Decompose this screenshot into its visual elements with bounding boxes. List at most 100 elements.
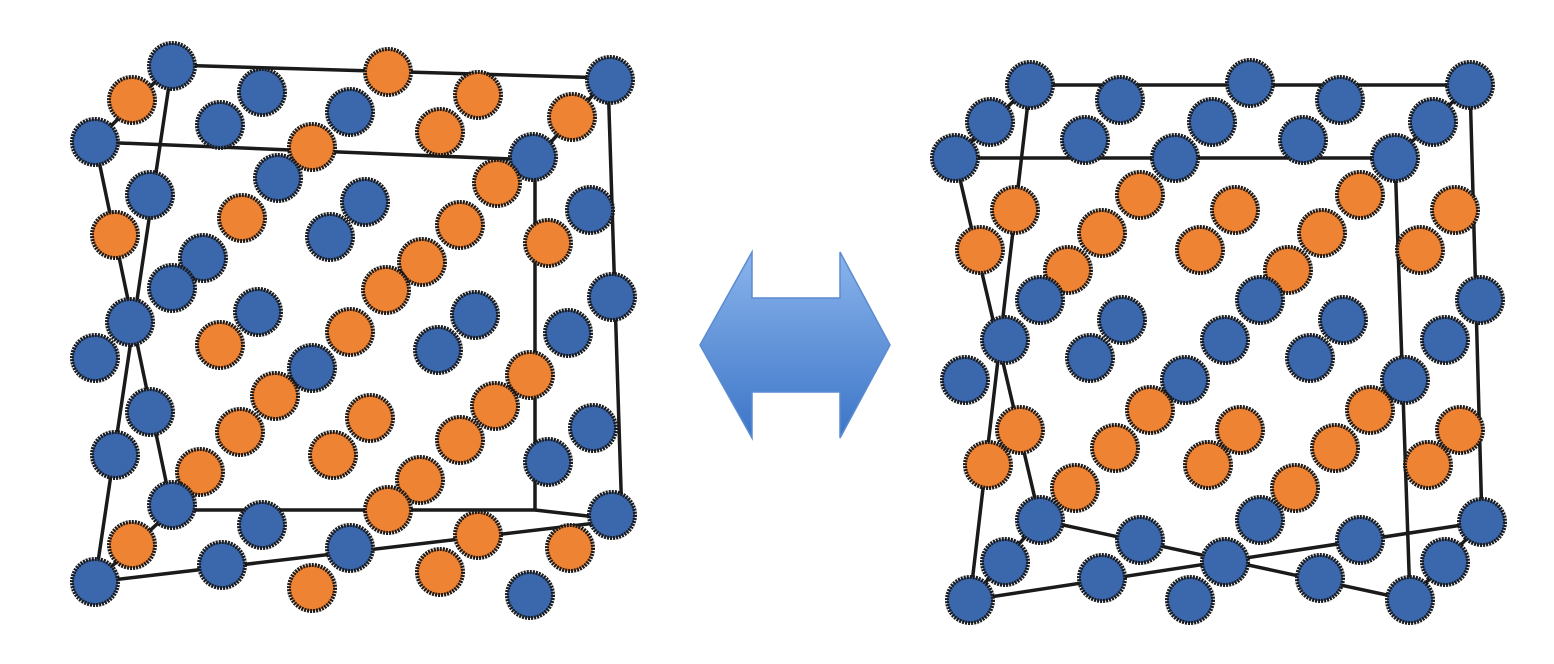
orange-atom xyxy=(453,70,503,120)
bidirectional-arrow-shape xyxy=(699,249,891,441)
blue-atom xyxy=(1060,115,1110,165)
orange-atom xyxy=(395,455,445,505)
blue-atom xyxy=(1385,575,1435,625)
orange-atom xyxy=(505,350,555,400)
blue-atom xyxy=(325,87,375,137)
orange-atom xyxy=(250,371,300,421)
blue-atom xyxy=(125,170,175,220)
blue-atom xyxy=(1380,355,1430,405)
orange-atom xyxy=(1403,440,1453,490)
blue-atom xyxy=(70,557,120,607)
left-crystal-structure xyxy=(70,41,637,620)
blue-atom xyxy=(1160,355,1210,405)
orange-atom xyxy=(287,122,337,172)
orange-atom xyxy=(1090,423,1140,473)
orange-atom xyxy=(217,193,267,243)
right-crystal-structure xyxy=(930,58,1507,625)
orange-atom xyxy=(1175,225,1225,275)
orange-atom xyxy=(1215,405,1265,455)
blue-atom xyxy=(237,500,287,550)
orange-atom xyxy=(995,405,1045,455)
blue-atom xyxy=(587,490,637,540)
orange-atom xyxy=(195,320,245,370)
blue-atom xyxy=(930,133,980,183)
orange-atom xyxy=(1435,405,1485,455)
blue-atom xyxy=(1187,97,1237,147)
blue-atom xyxy=(543,308,593,358)
orange-atom xyxy=(1115,170,1165,220)
blue-atom xyxy=(413,325,463,375)
orange-atom xyxy=(1050,463,1100,513)
orange-atom xyxy=(90,210,140,260)
orange-atom xyxy=(435,415,485,465)
orange-atom xyxy=(523,218,573,268)
blue-atom xyxy=(505,570,555,620)
orange-atom xyxy=(1270,463,1320,513)
blue-atom xyxy=(1095,75,1145,125)
blue-atom xyxy=(90,430,140,480)
blue-atom xyxy=(1077,553,1127,603)
blue-atom xyxy=(1200,537,1250,587)
orange-atom xyxy=(1395,225,1445,275)
blue-atom xyxy=(1015,275,1065,325)
blue-atom xyxy=(125,387,175,437)
orange-atom xyxy=(308,430,358,480)
orange-atom xyxy=(415,107,465,157)
orange-atom xyxy=(435,200,485,250)
orange-atom xyxy=(287,563,337,613)
blue-atom xyxy=(305,212,355,262)
orange-atom xyxy=(1183,440,1233,490)
blue-atom xyxy=(450,290,500,340)
blue-atom xyxy=(237,67,287,117)
blue-atom xyxy=(233,287,283,337)
blue-atom xyxy=(523,437,573,487)
blue-atom xyxy=(940,355,990,405)
orange-atom xyxy=(990,185,1040,235)
orange-atom xyxy=(175,447,225,497)
orange-atom xyxy=(397,237,447,287)
blue-atom xyxy=(1420,537,1470,587)
blue-atom xyxy=(70,333,120,383)
orange-atom xyxy=(345,393,395,443)
blue-atom xyxy=(965,97,1015,147)
blue-atom xyxy=(1065,333,1115,383)
blue-atom xyxy=(1005,60,1055,110)
blue-atom xyxy=(980,537,1030,587)
orange-atom xyxy=(107,75,157,125)
blue-atom xyxy=(147,263,197,313)
orange-atom xyxy=(363,47,413,97)
blue-atom xyxy=(1150,133,1200,183)
blue-atom xyxy=(195,100,245,150)
blue-atom xyxy=(1315,75,1365,125)
blue-atom xyxy=(147,41,197,91)
orange-atom xyxy=(361,265,411,315)
blue-atom xyxy=(1235,495,1285,545)
orange-atom xyxy=(453,510,503,560)
blue-atom xyxy=(1335,515,1385,565)
blue-atom xyxy=(147,480,197,530)
orange-atom xyxy=(545,523,595,573)
double-arrow-icon xyxy=(699,249,891,441)
blue-atom xyxy=(1457,497,1507,547)
blue-atom xyxy=(70,117,120,167)
blue-atom xyxy=(178,233,228,283)
orange-atom xyxy=(963,440,1013,490)
orange-atom xyxy=(1125,385,1175,435)
blue-atom xyxy=(1420,315,1470,365)
blue-atom xyxy=(1165,575,1215,625)
orange-atom xyxy=(472,158,522,208)
blue-atom xyxy=(980,315,1030,365)
blue-atom xyxy=(1235,275,1285,325)
blue-atom xyxy=(1115,515,1165,565)
blue-atom xyxy=(340,177,390,227)
blue-atom xyxy=(287,343,337,393)
blue-atom xyxy=(585,55,635,105)
orange-atom xyxy=(547,92,597,142)
orange-atom xyxy=(470,381,520,431)
blue-atom xyxy=(1015,495,1065,545)
blue-atom xyxy=(587,272,637,322)
blue-atom xyxy=(1318,295,1368,345)
orange-atom xyxy=(1430,185,1480,235)
blue-atom xyxy=(1295,553,1345,603)
